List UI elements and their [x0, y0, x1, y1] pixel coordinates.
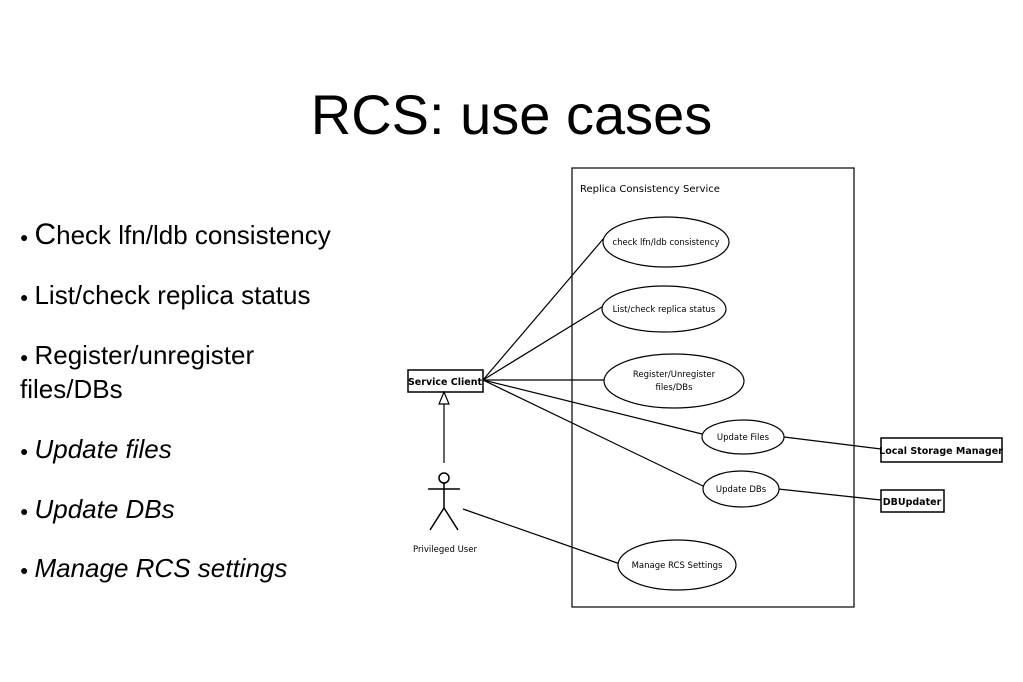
use-case-manage-label: Manage RCS Settings — [632, 561, 723, 571]
bullet-dot: ● — [20, 443, 29, 460]
bullet-text: files/DBs — [20, 374, 123, 404]
service-client-box — [407, 369, 484, 393]
assoc-local-storage — [783, 436, 882, 450]
bullet-register: ● Register/unregister — [20, 338, 254, 374]
use-case-check-label: check lfn/ldb consistency — [612, 238, 719, 248]
bullet-dot: ● — [20, 562, 29, 579]
actor-right-leg — [443, 507, 459, 531]
service-client-associations — [462, 237, 882, 566]
bullet-first-letter: C — [34, 218, 57, 251]
bullet-text: Update files — [34, 434, 172, 464]
system-boundary — [571, 167, 855, 608]
use-case-register — [603, 353, 745, 409]
assoc-dbupdater — [777, 488, 882, 501]
assoc-update-files — [482, 379, 703, 435]
use-case-register-label: Register/Unregister — [633, 370, 716, 380]
service-client-label: Service Client — [408, 377, 482, 388]
bullet-dot: ● — [20, 229, 29, 246]
bullet-text: heck lfn/ldb consistency — [56, 220, 331, 250]
system-label: Replica Consistency Service — [580, 184, 720, 195]
use-case-list-label: List/check replica status — [613, 305, 716, 315]
privileged-user-figure — [428, 472, 460, 531]
slide-title: RCS: use cases — [310, 83, 713, 146]
use-case-check — [602, 216, 730, 268]
assoc-check — [482, 237, 605, 381]
bullet-update-files: ● Update files — [20, 432, 172, 468]
bullet-dot: ● — [20, 349, 29, 366]
assoc-update-dbs — [482, 379, 706, 488]
privileged-user-label: Privileged User — [413, 545, 477, 555]
actor-left-leg — [429, 507, 445, 531]
actor-head — [438, 472, 450, 484]
assoc-manage — [462, 508, 624, 566]
generalization-arrowhead — [438, 390, 450, 405]
use-case-list — [601, 285, 727, 333]
bullet-manage-settings: ● Manage RCS settings — [20, 551, 287, 587]
bullet-dot: ● — [20, 289, 29, 306]
bullet-register-line2: files/DBs — [20, 372, 123, 406]
assoc-list — [482, 304, 606, 381]
bullet-dot: ● — [20, 503, 29, 520]
dbupdater-label: DBUpdater — [883, 497, 942, 508]
use-case-update-files-label: Update Files — [717, 433, 770, 443]
use-case-update-dbs — [702, 470, 780, 508]
bullet-check-consistency: ● Check lfn/ldb consistency — [20, 218, 331, 254]
local-storage-manager-label: Local Storage Manager — [879, 446, 1003, 457]
bullet-list-replica-status: ● List/check replica status — [20, 278, 310, 314]
use-case-update-dbs-label: Update DBs — [716, 485, 767, 495]
bullet-text: Register/unregister — [34, 340, 255, 370]
bullet-text: Update DBs — [34, 494, 175, 524]
bullet-text: Manage RCS settings — [34, 553, 288, 583]
use-case-manage — [617, 539, 737, 591]
local-storage-manager-box — [880, 437, 1003, 463]
bullet-text: List/check replica status — [34, 280, 311, 310]
dbupdater-box — [880, 489, 945, 513]
use-case-update-files — [701, 419, 785, 455]
bullet-update-dbs: ● Update DBs — [20, 492, 175, 528]
use-case-register-label-2: files/DBs — [655, 383, 693, 393]
